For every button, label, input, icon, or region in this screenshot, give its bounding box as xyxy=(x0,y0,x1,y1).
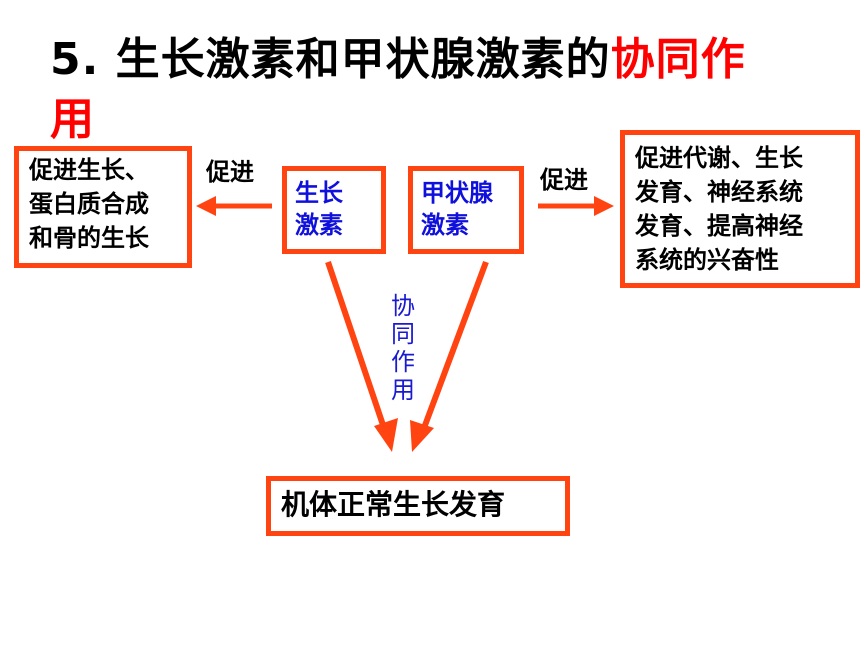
title-highlight: 协同作用 xyxy=(50,34,746,145)
page-title: 5. 生长激素和甲状腺激素的协同作用 xyxy=(50,30,790,150)
growth-effect-box: 促进生长、 蛋白质合成 和骨的生长 xyxy=(14,146,192,268)
thyroid-hormone-line-2: 激素 xyxy=(421,211,469,239)
promote-label-right: 促进 xyxy=(540,166,588,194)
growth-hormone-line-1: 生长 xyxy=(295,179,343,207)
thyroid-hormone-line-1: 甲状腺 xyxy=(421,179,493,207)
arrow-thyroid-to-result xyxy=(410,260,489,452)
synergy-char-3: 作 xyxy=(391,348,415,376)
growth-hormone-line-2: 激素 xyxy=(295,211,343,239)
thyroid-effect-line-3: 发育、提高神经 xyxy=(635,212,803,240)
growth-effect-line-1: 促进生长、 xyxy=(29,156,149,184)
thyroid-effect-box: 促进代谢、生长 发育、神经系统 发育、提高神经 系统的兴奋性 xyxy=(620,130,860,288)
thyroid-effect-line-1: 促进代谢、生长 xyxy=(635,144,803,172)
thyroid-effect-line-4: 系统的兴奋性 xyxy=(635,246,779,274)
thyroid-effect-line-2: 发育、神经系统 xyxy=(635,178,803,206)
arrow-growth-to-result xyxy=(325,261,398,452)
synergy-char-2: 同 xyxy=(391,320,415,348)
synergy-label: 协 同 作 用 xyxy=(388,292,418,404)
growth-effect-line-2: 蛋白质合成 xyxy=(29,190,149,218)
result-text: 机体正常生长发育 xyxy=(281,488,506,521)
thyroid-hormone-box: 甲状腺 激素 xyxy=(408,166,524,254)
arrow-left xyxy=(196,196,272,216)
arrow-right xyxy=(538,196,614,216)
promote-label-left: 促进 xyxy=(206,158,254,186)
synergy-char-1: 协 xyxy=(391,292,415,320)
growth-hormone-box: 生长 激素 xyxy=(282,166,386,254)
title-prefix: 5. 生长激素和甲状腺激素的 xyxy=(50,34,611,85)
growth-effect-line-3: 和骨的生长 xyxy=(29,224,149,252)
result-box: 机体正常生长发育 xyxy=(266,476,570,536)
synergy-char-4: 用 xyxy=(391,376,415,404)
